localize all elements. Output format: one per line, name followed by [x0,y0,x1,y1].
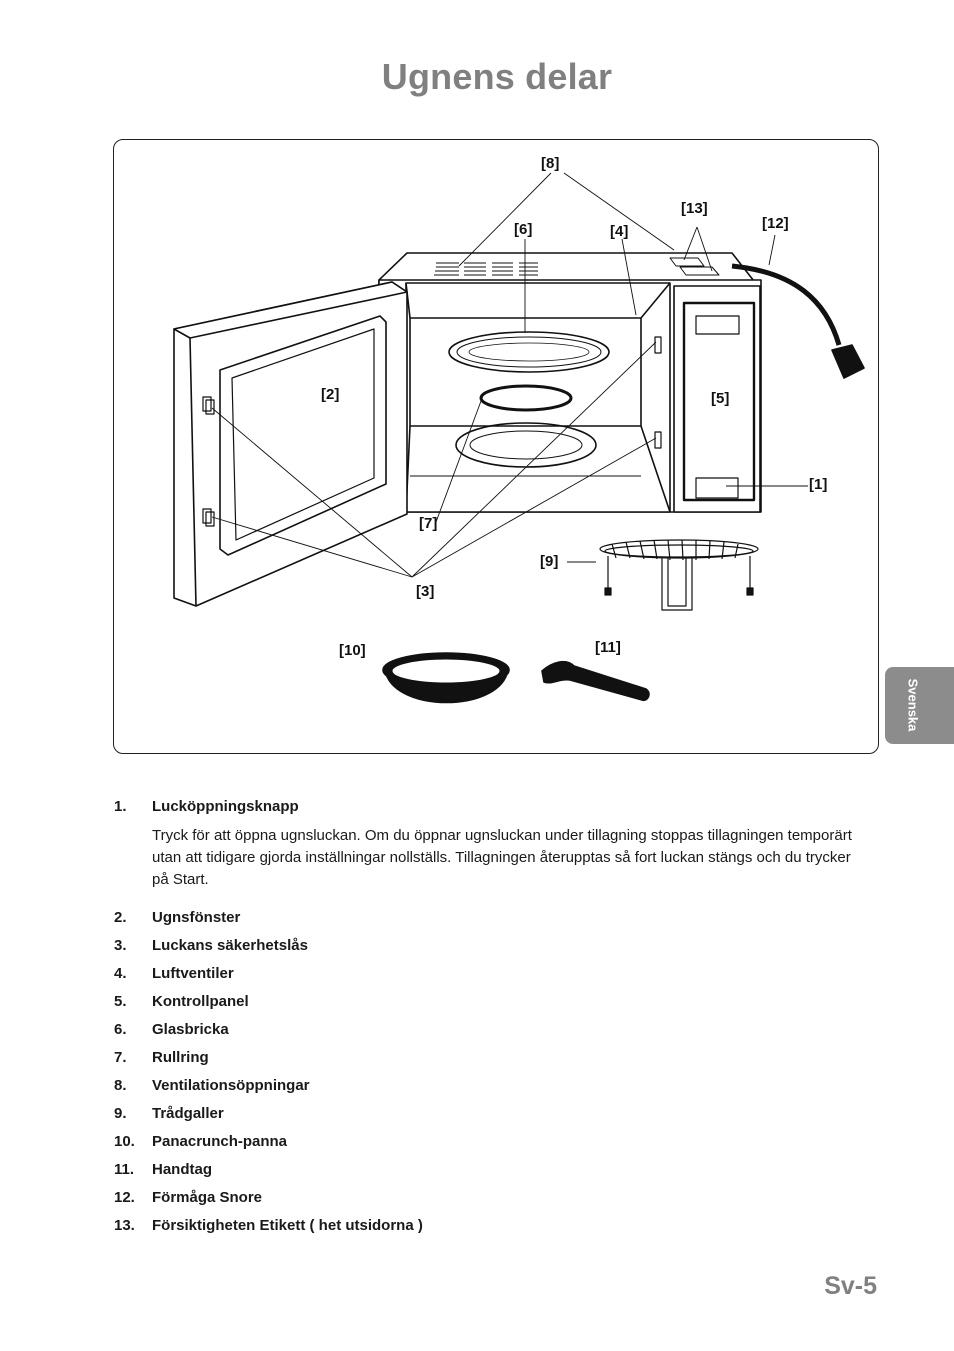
list-item: 1. Lucköppningsknapp Tryck för att öppna… [114,797,864,891]
language-tab-label: Svenska [905,678,921,732]
callout-8: [8] [541,155,560,172]
callout-7: [7] [419,515,438,532]
door-window-frame [219,315,387,556]
page-title: Ugnens delar [381,56,613,97]
callout-6: [6] [514,221,533,238]
item-number: 5. [114,993,127,1010]
callout-leaders [211,172,808,578]
item-name: Panacrunch-panna [152,1133,288,1150]
list-item: 10. Panacrunch-panna [114,1132,864,1151]
page-number: Sv-5 [824,1272,877,1300]
item-number: 6. [114,1021,127,1038]
item-number: 4. [114,965,127,982]
wire-rack [599,539,759,611]
list-item: 2. Ugnsfönster [114,908,864,927]
power-plug [831,344,865,379]
item-name: Rullring [152,1049,209,1066]
callout-11: [11] [595,639,621,656]
list-item: 9. Trådgaller [114,1104,864,1123]
control-panel [673,285,761,513]
pan-handle [541,660,650,702]
callout-10: [10] [339,642,366,659]
item-number: 11. [114,1161,135,1178]
display-window [695,315,740,335]
item-number: 8. [114,1077,127,1094]
door-release-button [695,477,739,499]
item-name: Kontrollpanel [152,993,249,1010]
item-number: 9. [114,1105,127,1122]
list-item: 12. Förmåga Snore [114,1188,864,1207]
list-item: 11. Handtag [114,1160,864,1179]
callout-1: [1] [809,476,828,493]
item-number: 2. [114,909,127,926]
callout-9: [9] [540,553,559,570]
list-item: 7. Rullring [114,1048,864,1067]
item-name: Luckans säkerhetslås [152,937,308,954]
item-name: Lucköppningsknapp [152,798,299,815]
item-name: Ugnsfönster [152,909,241,926]
list-item: 13. Försiktigheten Etikett ( het utsidorn… [114,1216,864,1235]
oven-illustration [173,172,865,704]
item-name: Handtag [152,1161,212,1178]
callout-2: [2] [321,386,340,403]
roller-ring [479,384,573,412]
door-latch-hooks [202,336,662,527]
item-name: Förmåga Snore [152,1189,263,1206]
item-number: 7. [114,1049,127,1066]
callout-12: [12] [762,215,789,232]
item-number: 10. [114,1133,135,1150]
item-name: Luftventiler [152,965,234,982]
list-item: 8. Ventilationsöppningar [114,1076,864,1095]
callout-13: [13] [681,200,708,217]
item-name: Trådgaller [152,1105,224,1122]
language-tab: Svenska [885,667,954,744]
power-cord [731,263,842,346]
parts-list: 1. Lucköppningsknapp Tryck för att öppna… [114,797,864,1244]
item-number: 12. [114,1189,135,1206]
callout-5: [5] [711,390,730,407]
item-number: 13. [114,1217,135,1234]
item-number: 1. [114,798,127,815]
item-name: Försiktigheten Etikett ( het utsidorna ) [152,1217,423,1234]
item-name: Ventilationsöppningar [152,1077,310,1094]
list-item: 3. Luckans säkerhetslås [114,936,864,955]
item-name: Glasbricka [152,1021,229,1038]
callout-3: [3] [416,583,435,600]
top-vents [434,262,538,276]
item-description: Tryck för att öppna ugnsluckan. Om du öp… [152,827,852,888]
item-number: 3. [114,937,127,954]
oven-parts-figure: [8] [13] [12] [6] [4] [2] [5] [1] [7] [9… [113,139,879,754]
list-item: 6. Glasbricka [114,1020,864,1039]
list-item: 5. Kontrollpanel [114,992,864,1011]
callout-4: [4] [610,223,629,240]
glass-tray [448,331,610,373]
caution-label [669,257,705,267]
door-window [231,328,375,541]
list-item: 4. Luftventiler [114,964,864,983]
